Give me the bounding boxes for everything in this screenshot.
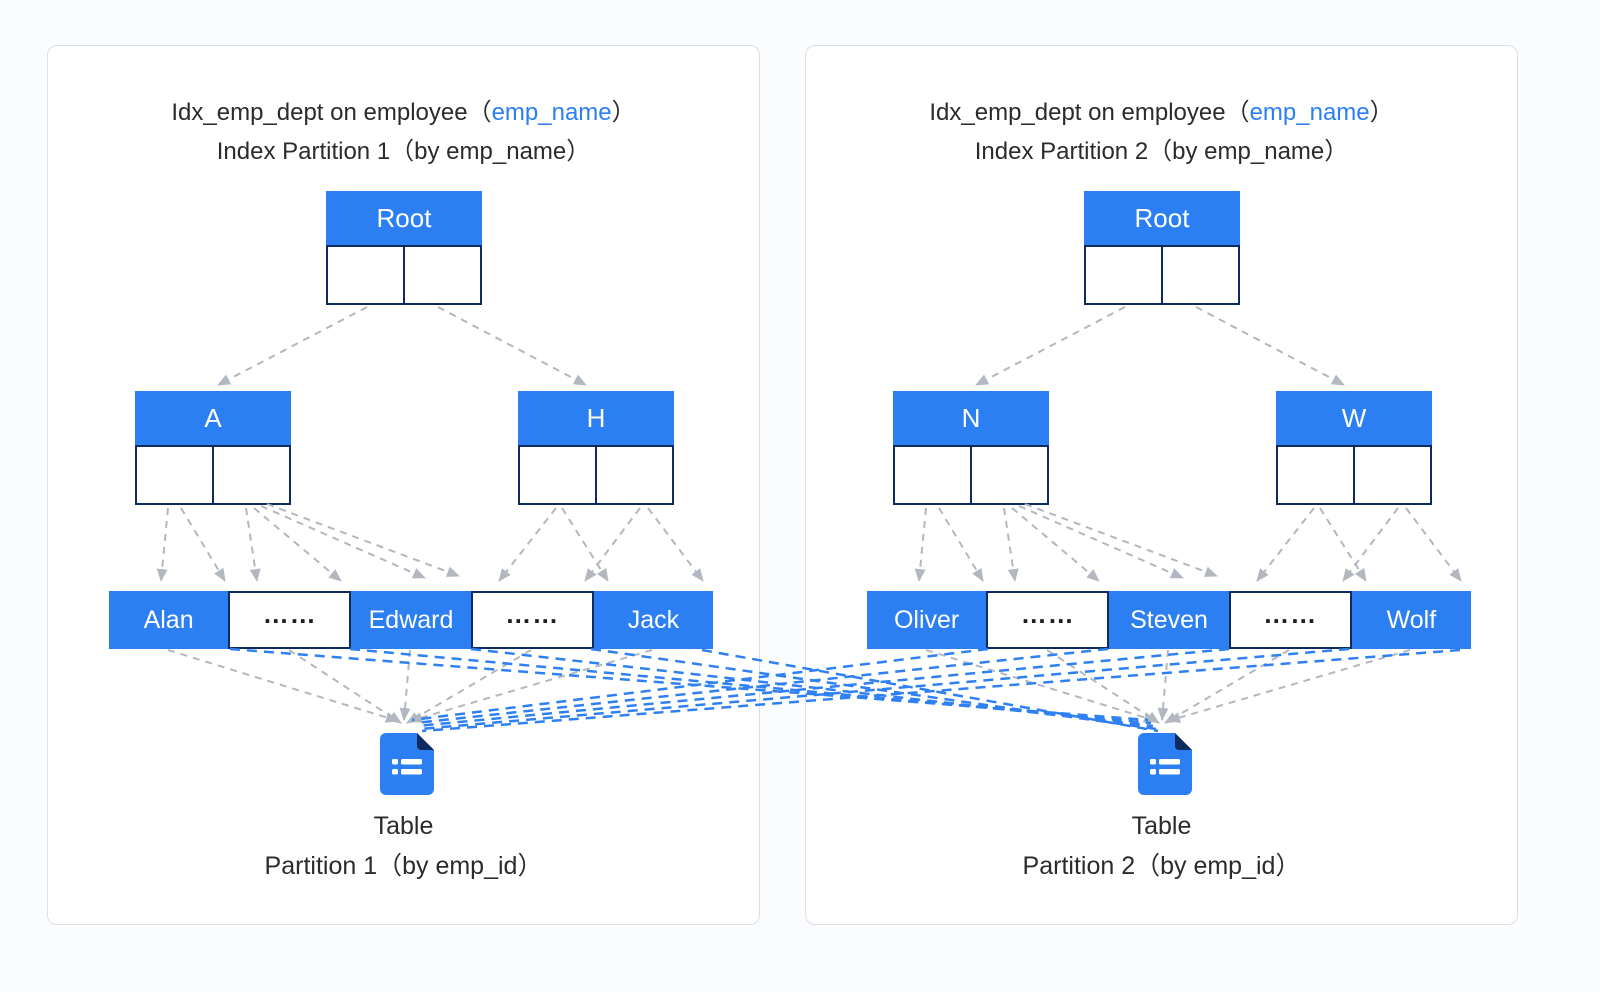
node-label: Root [1084,191,1240,245]
document-list-icon [380,733,434,795]
node-label: H [518,391,674,445]
indexed-column-name: emp_name [491,99,612,126]
node-label: W [1276,391,1432,445]
leaf-ellipsis-cell: …… [1228,591,1352,649]
leaf-key-cell: Steven [1109,591,1229,649]
pointer-cell [1086,247,1163,303]
node-pointer-cells [893,445,1049,505]
pointer-cell [1278,447,1355,503]
leaf-ellipsis-cell: …… [986,591,1110,649]
node-pointer-cells [135,445,291,505]
leaf-ellipsis-cell: …… [470,591,594,649]
index-title-line: Idx_emp_dept on employee（emp_name） [929,99,1394,126]
panel-1-title: Idx_emp_dept on employee（emp_name） Index… [48,93,759,171]
pointer-cell [328,247,405,303]
leaf-ellipsis-cell: …… [228,591,352,649]
index-title-line: Idx_emp_dept on employee（emp_name） [171,99,636,126]
leaf-key-cell: Oliver [867,591,987,649]
node-pointer-cells [518,445,674,505]
pointer-cell [895,447,972,503]
index-node-root: Root [1084,191,1240,305]
node-pointer-cells [326,245,482,305]
index-node-branch-n: N [893,391,1049,505]
node-label: Root [326,191,482,245]
panel-index-partition-2: Idx_emp_dept on employee（emp_name） Index… [805,45,1518,925]
panel-index-partition-1: Idx_emp_dept on employee（emp_name） Index… [47,45,760,925]
table-partition-caption: Table Partition 2（by emp_id） [806,806,1517,886]
pointer-cell [520,447,597,503]
pointer-cell [214,447,289,503]
index-node-branch-h: H [518,391,674,505]
pointer-cell [1355,447,1430,503]
leaf-key-cell: Alan [109,591,229,649]
index-node-root: Root [326,191,482,305]
table-partition-caption: Table Partition 1（by emp_id） [48,806,759,886]
table-caption-line2: Partition 2（by emp_id） [1022,852,1301,880]
table-caption-line1: Table [1131,812,1192,840]
leaf-node-row: Alan …… Edward …… Jack [109,591,714,649]
panel-2-title: Idx_emp_dept on employee（emp_name） Index… [806,93,1517,171]
index-partition-subtitle: Index Partition 2（by emp_name） [974,138,1349,165]
document-list-icon [1138,733,1192,795]
pointer-cell [405,247,480,303]
table-caption-line2: Partition 1（by emp_id） [264,852,543,880]
leaf-node-row: Oliver …… Steven …… Wolf [867,591,1472,649]
leaf-key-cell: Edward [351,591,471,649]
node-pointer-cells [1084,245,1240,305]
leaf-key-cell: Jack [593,591,714,649]
node-pointer-cells [1276,445,1432,505]
index-node-branch-a: A [135,391,291,505]
leaf-key-cell: Wolf [1351,591,1472,649]
index-partition-subtitle: Index Partition 1（by emp_name） [216,138,591,165]
pointer-cell [137,447,214,503]
pointer-cell [597,447,672,503]
pointer-cell [972,447,1047,503]
pointer-cell [1163,247,1238,303]
node-label: A [135,391,291,445]
table-caption-line1: Table [373,812,434,840]
indexed-column-name: emp_name [1249,99,1370,126]
node-label: N [893,391,1049,445]
index-node-branch-w: W [1276,391,1432,505]
